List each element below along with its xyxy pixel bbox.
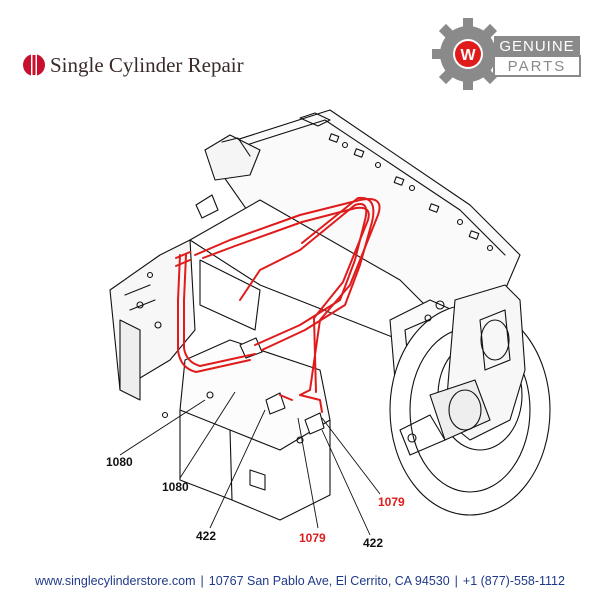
footer-address: 10767 San Pablo Ave, El Cerrito, CA 9453… — [208, 574, 450, 588]
badge-parts: PARTS — [508, 58, 567, 75]
gear-icon — [432, 18, 504, 90]
badge-genuine: GENUINE — [499, 38, 574, 55]
callout-1080-right: 1080 — [162, 480, 189, 494]
badge-letter: W — [460, 47, 476, 64]
callout-422-left: 422 — [196, 529, 217, 543]
callout-422-right: 422 — [363, 536, 384, 550]
highlighted-hoses — [175, 196, 381, 413]
callout-1079-left: 1079 — [299, 531, 326, 545]
footer-website-link[interactable]: www.singlecylinderstore.com — [35, 574, 196, 588]
genuine-parts-badge: W GENUINE PARTS — [432, 18, 581, 90]
callout-1079-right: 1079 — [378, 495, 405, 509]
footer-phone-link[interactable]: +1 (877)-558-1112 — [462, 574, 565, 588]
single-cylinder-logo-icon — [23, 53, 45, 77]
footer-separator: | — [200, 574, 204, 588]
footer-separator: | — [454, 574, 458, 588]
brand-logo: Single Cylinder Repair — [22, 50, 244, 80]
brand-name: Single Cylinder Repair — [50, 52, 244, 77]
footer: www.singlecylinderstore.com | 10767 San Pa… — [0, 574, 600, 588]
callout-1080-left: 1080 — [106, 455, 133, 469]
